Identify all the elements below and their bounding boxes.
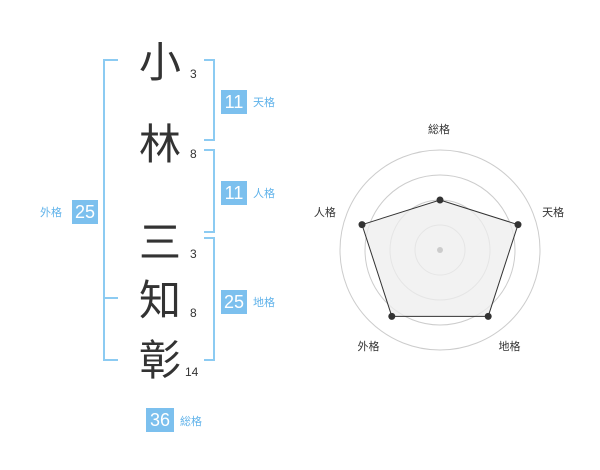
jinkaku-label: 人格 xyxy=(253,187,275,200)
name-char-3: 三 xyxy=(138,218,181,267)
soukaku-label: 総格 xyxy=(180,415,202,428)
chikaku-value: 25 xyxy=(221,290,247,314)
radar-center-dot xyxy=(437,247,443,253)
radar-axis-label-5: 人格 xyxy=(313,205,336,219)
tenkaku-value: 11 xyxy=(221,90,247,114)
radar-polygon xyxy=(361,199,519,317)
stroke-count-5: 14 xyxy=(185,365,199,379)
radar-point-4 xyxy=(388,312,396,320)
name-char-4: 知 xyxy=(138,276,181,325)
radar-grid-ring xyxy=(364,174,516,326)
name-char-1: 小 xyxy=(138,38,181,87)
chikaku-bracket xyxy=(204,237,215,361)
radar-axis-label-4: 外格 xyxy=(357,340,380,354)
tenkaku-bracket xyxy=(204,59,215,141)
chikaku-label: 地格 xyxy=(253,296,275,309)
soukaku-value: 36 xyxy=(146,408,174,432)
gaikaku-value: 25 xyxy=(72,200,98,224)
radar-axis-label-3: 地格 xyxy=(498,340,521,354)
stroke-count-2: 8 xyxy=(190,147,197,161)
radar-point-1 xyxy=(436,196,444,204)
radar-axis-label-2: 天格 xyxy=(542,205,565,219)
radar-point-2 xyxy=(514,221,522,229)
gaikaku-bracket xyxy=(103,59,118,361)
stroke-count-4: 8 xyxy=(190,306,197,320)
jinkaku-value: 11 xyxy=(221,181,247,205)
jinkaku-bracket xyxy=(204,149,215,233)
stroke-count-1: 3 xyxy=(190,67,197,81)
stroke-count-3: 3 xyxy=(190,247,197,261)
tenkaku-label: 天格 xyxy=(253,96,275,109)
name-char-5: 彰 xyxy=(138,336,181,385)
radar-point-3 xyxy=(484,312,492,320)
gaikaku-label: 外格 xyxy=(40,206,62,219)
radar-axis-label-1: 総格 xyxy=(428,123,450,136)
name-char-2: 林 xyxy=(138,120,181,169)
radar-grid-ring xyxy=(339,149,541,351)
radar-point-5 xyxy=(358,221,366,229)
